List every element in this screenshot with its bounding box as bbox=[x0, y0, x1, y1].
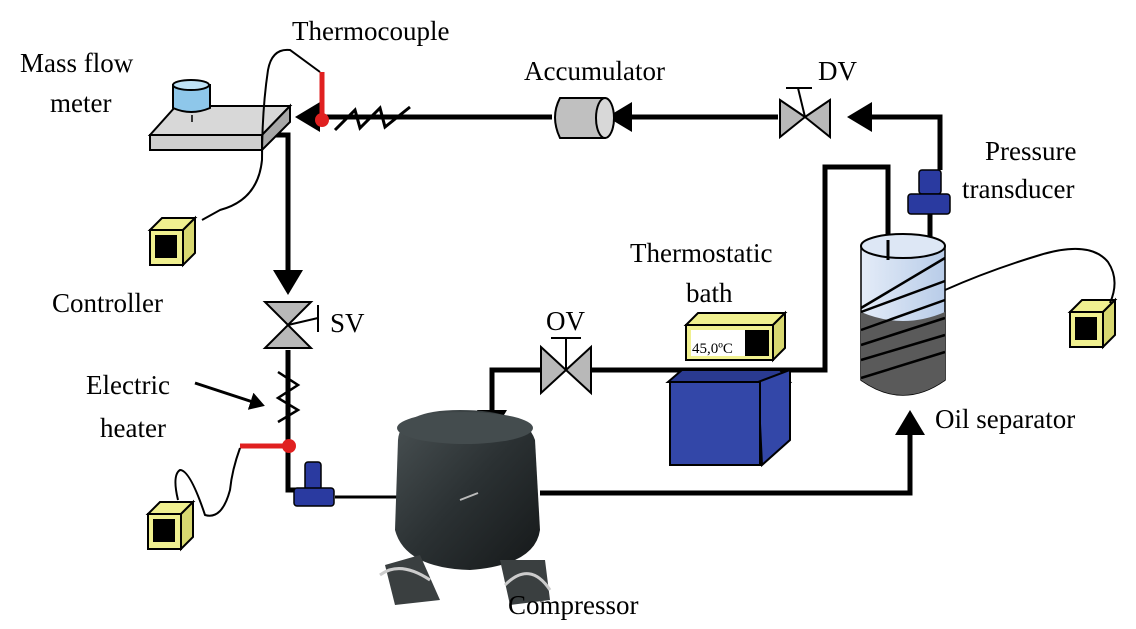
thermostatic-bath: 45,0ºC bbox=[665, 310, 793, 468]
label-heater: heater bbox=[100, 413, 166, 443]
pipe-sv-to-heater bbox=[285, 350, 300, 493]
pipes bbox=[272, 102, 943, 499]
label-ov: OV bbox=[546, 306, 585, 336]
accumulator bbox=[554, 97, 615, 139]
label-sv: SV bbox=[330, 308, 365, 338]
label-thermostatic: Thermostatic bbox=[630, 238, 772, 268]
pipe-transducer-to-dv bbox=[847, 102, 943, 170]
pipe-compressor-to-separator bbox=[540, 410, 925, 496]
label-controller: Controller bbox=[52, 288, 163, 318]
dv-valve[interactable] bbox=[779, 87, 831, 140]
heat-exchanger-coil-icon bbox=[333, 105, 411, 132]
label-mass-flow: Mass flow bbox=[20, 48, 134, 78]
oil-separator bbox=[860, 233, 1116, 396]
label-electric: Electric bbox=[86, 370, 170, 400]
suction-pressure-fitting bbox=[293, 461, 335, 507]
ov-valve[interactable] bbox=[540, 337, 592, 396]
label-accumulator: Accumulator bbox=[524, 56, 665, 86]
label-pressure: Pressure bbox=[985, 136, 1076, 166]
label-thermocouple: Thermocouple bbox=[292, 16, 449, 46]
mass-flow-meter bbox=[147, 79, 293, 153]
label-oil-separator: Oil separator bbox=[935, 404, 1075, 434]
label-dv: DV bbox=[818, 56, 857, 86]
electric-heater bbox=[194, 370, 301, 424]
sv-valve[interactable] bbox=[262, 301, 319, 349]
labels: Thermocouple Mass flow meter Accumulator… bbox=[20, 16, 1076, 620]
controller-heater bbox=[145, 499, 196, 552]
label-meter: meter bbox=[50, 88, 111, 118]
controller-mass-flow bbox=[147, 215, 198, 268]
pipe-flowmeter-to-sv bbox=[272, 132, 303, 295]
label-transducer: transducer bbox=[962, 174, 1074, 204]
thermocouple-bottom bbox=[174, 439, 296, 517]
pipe-ov-to-compressor bbox=[477, 367, 540, 435]
thermocouple-top bbox=[201, 48, 329, 221]
label-compressor: Compressor bbox=[508, 590, 639, 620]
compressor bbox=[379, 410, 552, 605]
controller-separator bbox=[1067, 297, 1118, 350]
bath-temperature-display: 45,0ºC bbox=[692, 341, 733, 357]
label-bath: bath bbox=[686, 278, 733, 308]
